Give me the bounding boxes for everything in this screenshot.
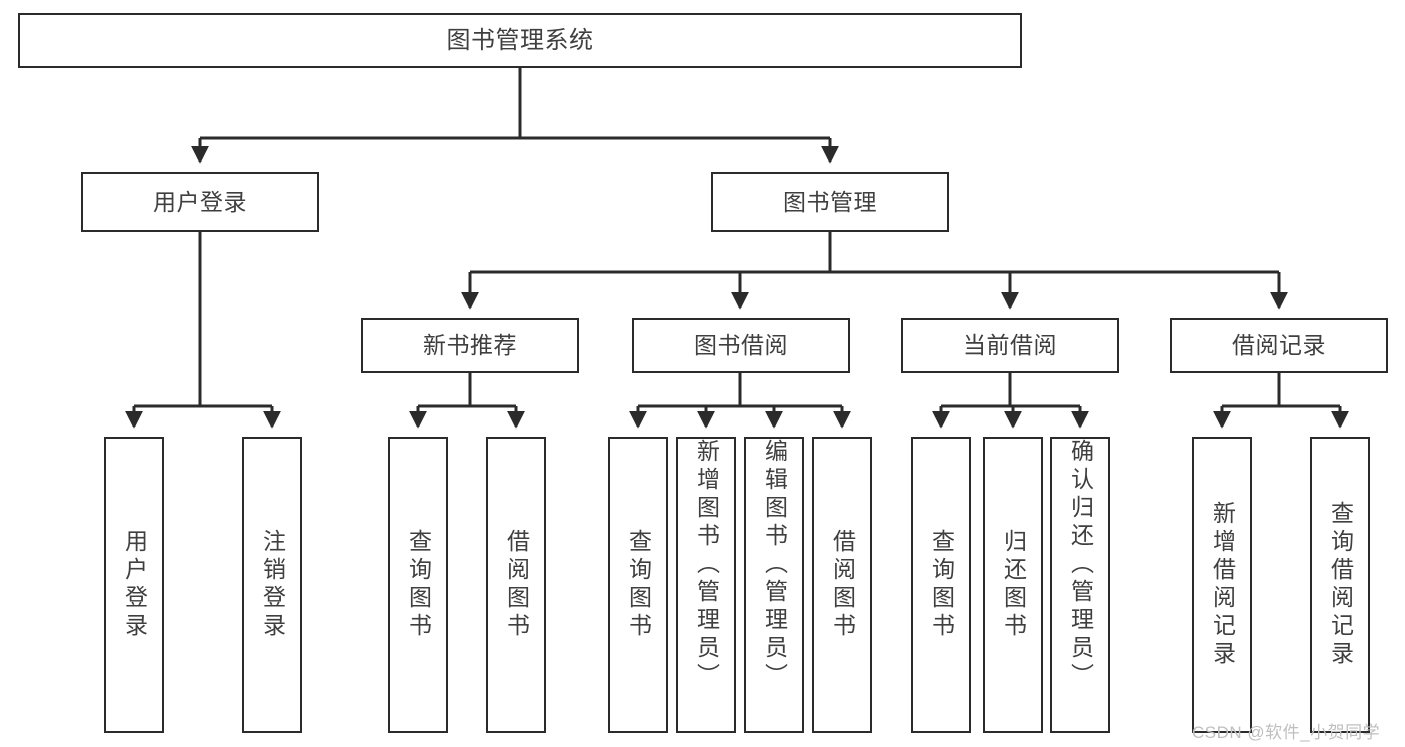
node-leaf-query-book-1[interactable]: 查询图书	[388, 437, 448, 733]
node-label: 用户登录	[153, 188, 247, 215]
node-label: 当前借阅	[963, 332, 1057, 358]
node-label: 确认归还（管理员）	[1067, 439, 1094, 691]
node-label: 查询图书	[928, 529, 955, 641]
node-label: 归还图书	[1000, 529, 1027, 641]
node-leaf-confirm-return-admin[interactable]: 确认归还（管理员）	[1050, 437, 1110, 733]
node-leaf-borrow-book-1[interactable]: 借阅图书	[486, 437, 546, 733]
node-label: 新增图书（管理员）	[693, 439, 720, 691]
node-label: 借阅图书	[503, 529, 530, 641]
node-leaf-borrow-book-2[interactable]: 借阅图书	[812, 437, 872, 733]
node-leaf-query-borrow-record[interactable]: 查询借阅记录	[1310, 437, 1370, 733]
node-label: 用户登录	[121, 529, 148, 641]
node-book-manage[interactable]: 图书管理	[711, 172, 949, 232]
node-leaf-return-book[interactable]: 归还图书	[983, 437, 1043, 733]
node-user-login[interactable]: 用户登录	[81, 172, 319, 232]
node-label: 编辑图书（管理员）	[761, 439, 788, 691]
node-label: 新增借阅记录	[1209, 501, 1236, 669]
node-label: 查询借阅记录	[1327, 501, 1354, 669]
node-label: 图书借阅	[694, 332, 788, 358]
node-label: 借阅图书	[829, 529, 856, 641]
node-label: 图书管理	[783, 188, 877, 215]
node-root-system[interactable]: 图书管理系统	[18, 13, 1022, 68]
node-leaf-edit-book-admin[interactable]: 编辑图书（管理员）	[744, 437, 804, 733]
node-label: 注销登录	[259, 529, 286, 641]
node-leaf-add-book-admin[interactable]: 新增图书（管理员）	[676, 437, 736, 733]
node-leaf-add-borrow-record[interactable]: 新增借阅记录	[1192, 437, 1252, 733]
node-borrow-record[interactable]: 借阅记录	[1170, 318, 1388, 373]
node-leaf-query-book-2[interactable]: 查询图书	[608, 437, 668, 733]
node-label: 新书推荐	[423, 332, 517, 358]
node-new-book-recommend[interactable]: 新书推荐	[361, 318, 579, 373]
node-leaf-user-login[interactable]: 用户登录	[104, 437, 164, 733]
node-label: 图书管理系统	[446, 26, 594, 54]
node-leaf-query-book-3[interactable]: 查询图书	[911, 437, 971, 733]
node-book-borrow[interactable]: 图书借阅	[632, 318, 850, 373]
node-current-borrow[interactable]: 当前借阅	[901, 318, 1119, 373]
node-label: 借阅记录	[1232, 332, 1326, 358]
node-label: 查询图书	[405, 529, 432, 641]
node-leaf-logout-login[interactable]: 注销登录	[242, 437, 302, 733]
node-label: 查询图书	[625, 529, 652, 641]
